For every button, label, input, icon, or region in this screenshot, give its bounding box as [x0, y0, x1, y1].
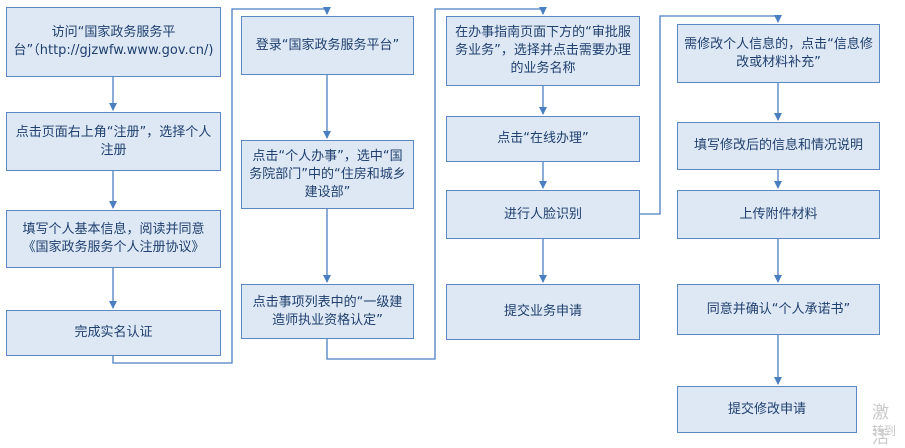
step-text: 登录“国家政务服务平台”	[255, 37, 400, 53]
step-text: 提交修改申请	[727, 401, 806, 417]
step-text: 同意并确认“个人承诺书”	[706, 301, 851, 317]
step-submit-modification: 提交修改申请	[677, 386, 857, 433]
watermark-line-2: 转到	[872, 424, 897, 438]
step-text: 提交业务申请	[503, 304, 582, 319]
step-fill-personal-info: 填写个人基本信息，阅读并同意《国家政务服务个人注册协议》	[6, 210, 221, 268]
step-click-register: 点击页面右上角“注册”，选择个人注册	[6, 112, 221, 171]
step-text: 点击“个人办事”，选中“国务院部门”中的“住房和城乡建设部”	[249, 148, 406, 200]
step-approval-service: 在办事指南页面下方的“审批服务业务”，选择并点击需要办理的业务名称	[446, 16, 640, 86]
connector-c3-c4	[640, 15, 782, 215]
step-select-department: 点击“个人办事”，选中“国务院部门”中的“住房和城乡建设部”	[241, 140, 414, 209]
step-real-name-verification: 完成实名认证	[6, 310, 221, 356]
step-confirm-commitment: 同意并确认“个人承诺书”	[677, 284, 880, 335]
step-visit-platform: 访问“国家政务服务平台”（http://gjzwfw.www.gov.cn/)	[6, 7, 221, 77]
step-text: 访问“国家政务服务平台”（http://gjzwfw.www.gov.cn/)	[13, 25, 214, 58]
step-login: 登录“国家政务服务平台”	[241, 16, 414, 75]
step-fill-modified-info: 填写修改后的信息和情况说明	[677, 122, 880, 170]
step-online-handling: 点击“在线办理”	[446, 116, 640, 162]
step-text: 完成实名认证	[74, 325, 153, 340]
step-text: 点击事项列表中的“一级建造师执业资格认定”	[252, 294, 403, 328]
step-select-item: 点击事项列表中的“一级建造师执业资格认定”	[241, 284, 414, 339]
step-text: 点击“在线办理”	[497, 131, 589, 146]
connector-c1-c2	[112, 7, 331, 364]
step-text: 需修改个人信息的，点击“信息修改或材料补充”	[684, 36, 873, 70]
step-upload-attachments: 上传附件材料	[677, 190, 880, 239]
step-text: 填写修改后的信息和情况说明	[693, 138, 863, 153]
step-text: 进行人脸识别	[503, 206, 582, 222]
step-text: 填写个人基本信息，阅读并同意《国家政务服务个人注册协议》	[22, 222, 205, 255]
step-face-recognition: 进行人脸识别	[446, 190, 640, 239]
connector-c2-c3	[326, 7, 547, 360]
flow-connectors	[109, 7, 782, 385]
step-text: 在办事指南页面下方的“审批服务业务”，选择并点击需要办理的业务名称	[455, 25, 631, 76]
step-text: 点击页面右上角“注册”，选择个人注册	[15, 124, 212, 158]
step-modify-info: 需修改个人信息的，点击“信息修改或材料补充”	[677, 24, 880, 83]
step-submit-application: 提交业务申请	[446, 284, 640, 340]
step-text: 上传附件材料	[739, 206, 818, 222]
